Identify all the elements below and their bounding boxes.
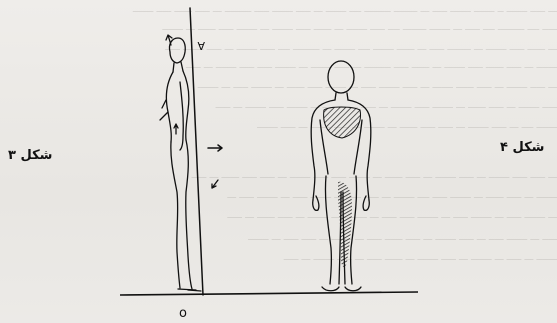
marker-a-label: A — [197, 39, 205, 52]
figure-4-label: شکل ۴ — [500, 140, 544, 155]
figure-3-side-view — [160, 8, 222, 295]
chest-hatch-area — [324, 107, 361, 138]
figure-3-label: شکل ۳ — [8, 148, 52, 163]
ground-line — [120, 292, 418, 295]
point-o-label: o — [179, 306, 187, 321]
